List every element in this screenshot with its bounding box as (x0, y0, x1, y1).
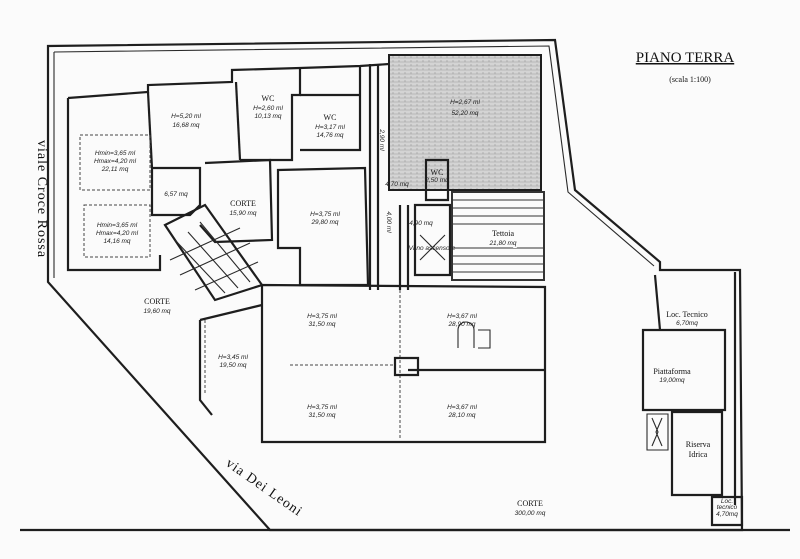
room-area: 14,16 mq (103, 238, 130, 245)
room-name: tecnico (717, 504, 738, 511)
room-height: H=3,75 ml (307, 404, 337, 411)
room-name: WC (262, 94, 275, 103)
room-area: 28,10 mq (447, 412, 475, 419)
street-viale-croce-rossa: viale Croce Rossa (34, 140, 49, 258)
room-area: 29,80 mq (310, 219, 338, 226)
room-height: H=3,67 ml (447, 313, 477, 320)
room-area: 6,70mq (676, 320, 698, 327)
room-height: H=3,67 ml (447, 404, 477, 411)
building-walls (66, 62, 547, 444)
room-name: WC (324, 113, 337, 122)
vault-outline (79, 134, 151, 191)
room-height: H=3,75 ml (307, 313, 337, 320)
room-name: Loc. (721, 498, 733, 505)
room-height-min: Hmin=3,65 ml (95, 150, 136, 157)
lift-label: Vano ascensore (409, 245, 456, 252)
room-area: 52,20 mq (451, 110, 478, 117)
room-area: 10,13 mq (254, 113, 281, 120)
room-name: Piattaforma (653, 367, 691, 376)
room-area: 2,50 mq (424, 177, 449, 184)
room-name: CORTE (230, 199, 256, 208)
room-area: 31,50 mq (308, 412, 335, 419)
room-area: 19,00mq (659, 377, 685, 384)
corridor-length: 4,00 ml (385, 211, 392, 233)
room-name: Loc. Tecnico (666, 310, 708, 319)
room-area: 4,90 mq (409, 220, 433, 227)
room-height: H=2,60 ml (253, 105, 283, 112)
room-height-max: Hmax=4,20 ml (96, 230, 139, 237)
room-height: H=2,67 ml (450, 99, 480, 106)
plan-title: PIANO TERRA (636, 50, 735, 66)
room-height: H=3,17 ml (315, 124, 345, 131)
room-area: 31,50 mq (308, 321, 335, 328)
vault-outline (83, 204, 151, 258)
annex-walls (641, 272, 744, 527)
room-name: Idrica (689, 450, 708, 459)
room-area: 6,57 mq (164, 191, 188, 198)
room-name: Tettoia (492, 229, 515, 238)
room-area: 19,50 mq (219, 362, 246, 369)
tettoia-roof (451, 191, 545, 281)
street-via-dei-leoni: via Dei Leoni (223, 456, 305, 520)
room-name: Riserva (686, 440, 711, 449)
plan-scale: (scala 1:100) (669, 75, 711, 84)
room-area: 4,70mq (716, 511, 738, 518)
room-height: H=5,20 ml (171, 113, 201, 120)
room-area: 4,70 mq (385, 181, 409, 188)
room-area: 19,60 mq (143, 308, 170, 315)
room-name: CORTE (517, 499, 543, 508)
room-area: 28,90 mq (447, 321, 475, 328)
room-area: 22,11 mq (101, 166, 129, 173)
room-area: 21,80 mq (488, 240, 516, 247)
room-height: H=3,45 ml (218, 354, 248, 361)
room-name: WC (431, 168, 444, 177)
room-labels: H=5,20 ml 16,68 mq WC H=2,60 ml 10,13 mq… (94, 94, 738, 518)
room-area: 14,76 mq (316, 132, 343, 139)
room-area: 16,68 mq (172, 122, 199, 129)
room-height-max: Hmax=4,20 ml (94, 158, 137, 165)
room-height: H=3,75 ml (310, 211, 340, 218)
hall-floor (388, 54, 542, 191)
room-name: CORTE (144, 297, 170, 306)
corridor-length: 2,90 ml (378, 128, 385, 151)
room-height-min: Hmin=3,65 ml (97, 222, 138, 229)
room-area: 15,90 mq (229, 210, 256, 217)
lot-boundary (20, 38, 790, 532)
room-area: 300,00 mq (515, 510, 546, 517)
